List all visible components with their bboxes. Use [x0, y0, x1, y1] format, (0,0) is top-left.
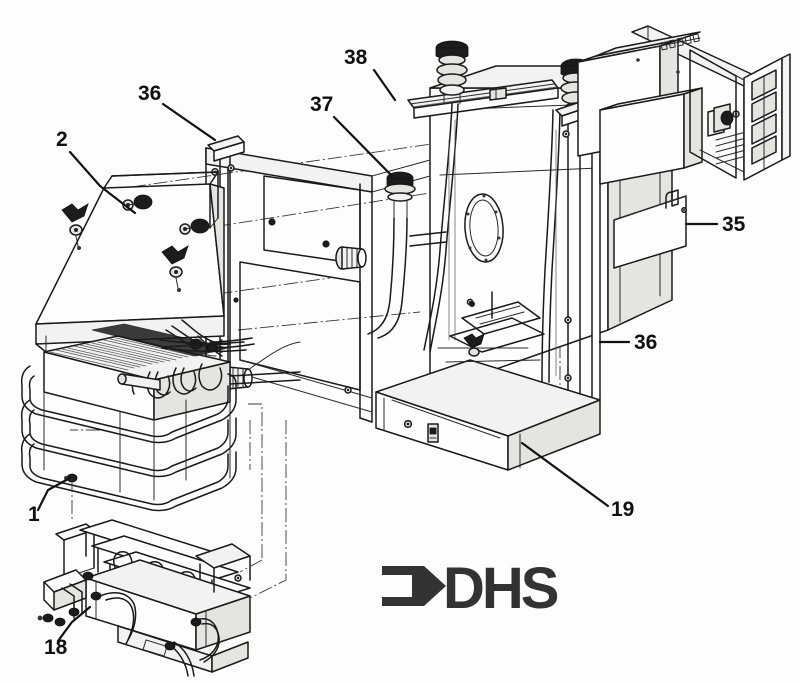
callout-label-37: 37 [310, 93, 333, 116]
panel-fastener-2[interactable] [179, 218, 210, 235]
oval-access-port [464, 193, 504, 263]
callout-label-35: 35 [722, 213, 746, 236]
vent-slots [660, 33, 700, 51]
dhs-logo-arrow-mark [382, 566, 446, 606]
callout-label-36-right: 36 [634, 331, 657, 354]
coil-tube-loops [20, 365, 237, 512]
mounting-bracket-control-box [613, 189, 687, 269]
dhs-logo-text: DHS [443, 556, 558, 621]
coil-cabinet-connection [159, 339, 301, 385]
callout-leaders [36, 68, 719, 643]
leader-37 [332, 115, 394, 178]
selector-knob[interactable] [707, 103, 740, 137]
element-terminal-studs[interactable] [37, 571, 102, 627]
leader-36-left [161, 102, 217, 142]
louvered-grille-panel [743, 53, 791, 181]
upper-burner-orifice-fitting [435, 40, 469, 105]
dhs-logo: DHS [382, 556, 561, 621]
callout-label-19: 19 [611, 498, 634, 521]
coil-outlet-stub [117, 373, 161, 391]
right-side-panel [591, 113, 601, 405]
callout-label-2: 2 [56, 128, 68, 151]
finned-heating-element [37, 519, 251, 677]
wing-nut-1[interactable] [61, 203, 89, 250]
leader-38 [372, 68, 397, 102]
control-box-module [577, 25, 791, 185]
burner-manifold-rail [407, 79, 559, 119]
threaded-port-fitting [335, 246, 367, 270]
ribbed-strip [715, 131, 747, 165]
leader-1 [36, 476, 72, 512]
leader-19 [520, 441, 610, 508]
leader-18 [56, 605, 92, 643]
callout-label-36-left: 36 [138, 82, 161, 105]
element-mounting-rail [195, 543, 251, 593]
callout-label-18: 18 [44, 636, 68, 659]
internal-gas-tubing [367, 103, 561, 383]
leader-2 [68, 150, 137, 215]
wing-nut-2[interactable] [161, 245, 189, 292]
power-switch-plate[interactable] [427, 423, 439, 443]
callout-label-38: 38 [344, 46, 368, 69]
callout-labels: 2 36 37 38 35 36 19 1 18 [28, 46, 746, 659]
wing-nut-3[interactable] [463, 333, 485, 357]
coil-fins [49, 337, 195, 371]
coil-reference-outline [71, 403, 287, 599]
element-wiring [99, 591, 220, 677]
callout-label-1: 1 [28, 503, 40, 526]
assorted-hardware [233, 218, 485, 394]
mid-orifice-fitting [384, 171, 416, 219]
